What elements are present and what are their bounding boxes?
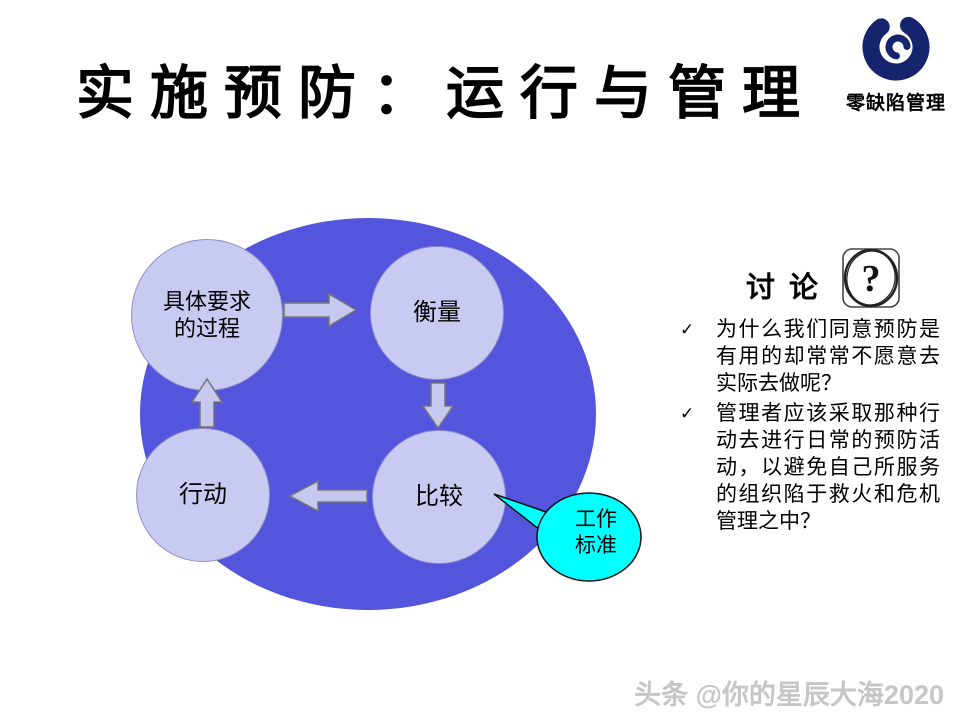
- arrow-right-icon: [283, 292, 358, 328]
- node-compare: 比较: [372, 430, 506, 564]
- zero-defect-swirl-icon: [862, 13, 930, 81]
- arrow-up-icon: [190, 377, 224, 428]
- node-measure: 衡量: [370, 246, 504, 380]
- discussion-item-text: 为什么我们同意预防是有用的却常常不愿意去实际去做呢？: [716, 317, 940, 395]
- question-stamp-icon: ?: [842, 248, 900, 308]
- work-standard-callout-bubble: [493, 492, 642, 582]
- arrow-left-icon: [288, 479, 368, 513]
- check-icon: ✓: [680, 404, 695, 424]
- watermark: 头条 @你的星辰大海2020: [634, 680, 944, 710]
- discussion-heading: 讨论: [746, 272, 833, 304]
- logo: 零缺陷管理: [836, 6, 956, 115]
- node-process: 具体要求 的过程: [131, 239, 283, 391]
- discussion-item-text: 管理者应该采取那种行动去进行日常的预防活动，以避免自己所服务的组织陷于救火和危机…: [716, 401, 940, 533]
- discussion-list: ✓ 为什么我们同意预防是有用的却常常不愿意去实际去做呢？ ✓ 管理者应该采取那种…: [680, 316, 940, 538]
- node-action: 行动: [136, 428, 270, 562]
- check-icon: ✓: [680, 320, 695, 340]
- arrow-down-icon: [421, 382, 455, 430]
- list-item: ✓ 管理者应该采取那种行动去进行日常的预防活动，以避免自己所服务的组织陷于救火和…: [680, 400, 940, 535]
- question-mark-glyph: ?: [862, 258, 881, 300]
- logo-label: 零缺陷管理: [845, 93, 946, 114]
- list-item: ✓ 为什么我们同意预防是有用的却常常不愿意去实际去做呢？: [680, 316, 940, 397]
- work-standard-callout-label: 工作 标准: [575, 507, 617, 557]
- slide-title: 实施预防：运行与管理: [76, 61, 817, 126]
